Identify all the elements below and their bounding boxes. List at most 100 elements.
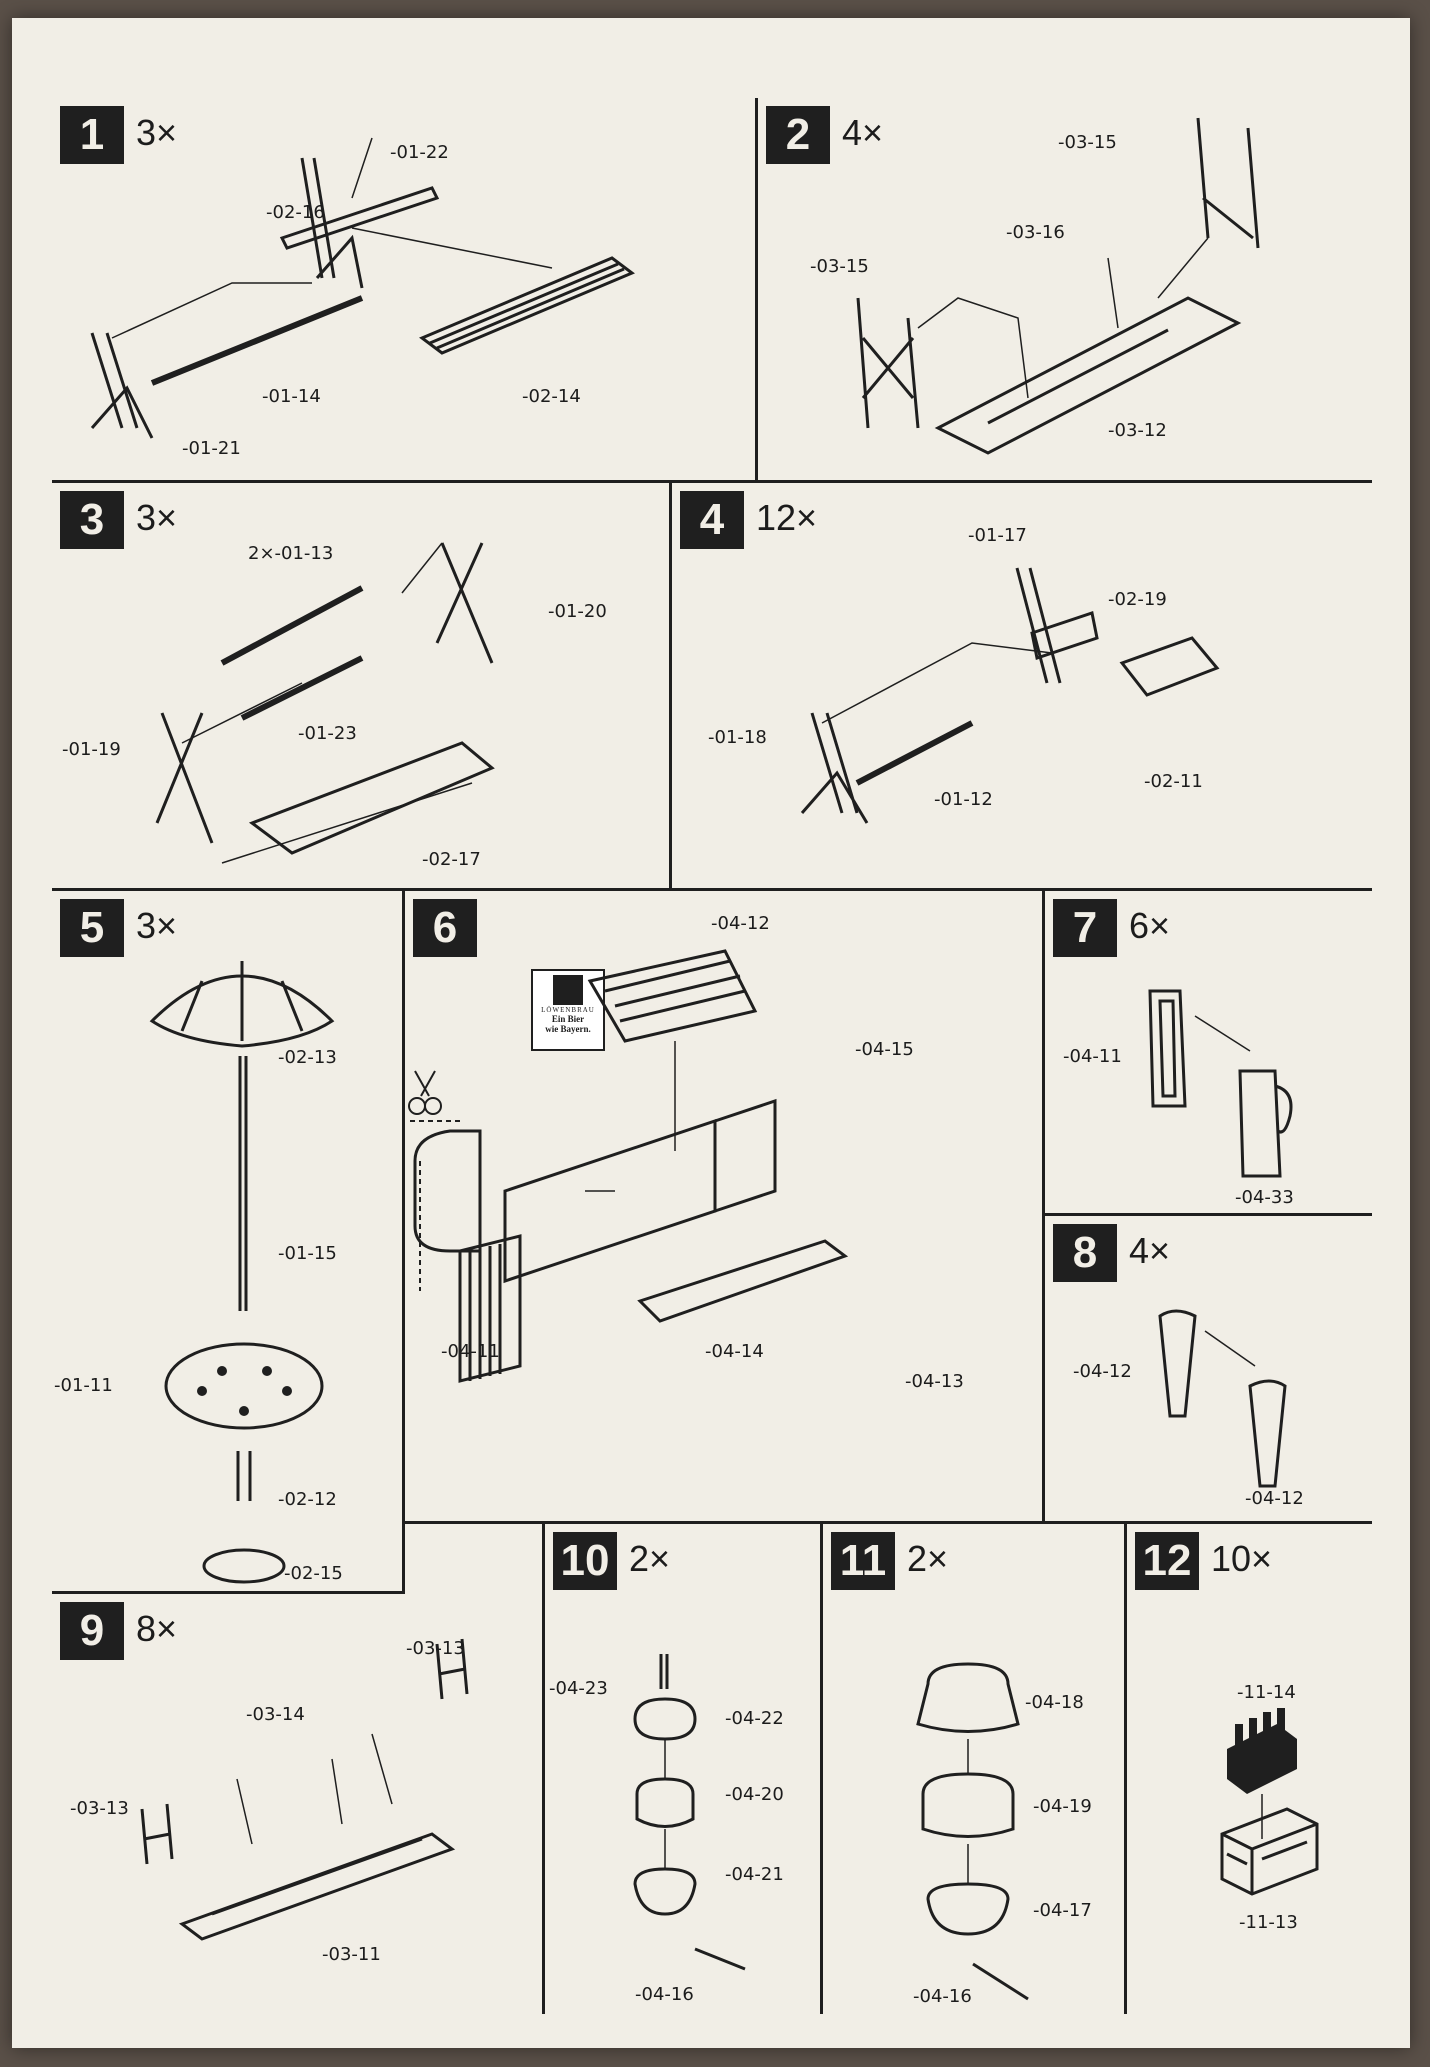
step-6-panel: 6 LÖWENBRAU Ein Bier wie Bayern.	[405, 891, 1040, 1519]
step-quantity: 12×	[756, 497, 818, 538]
part-label: -02-15	[284, 1563, 343, 1584]
part-label: -04-21	[725, 1864, 784, 1885]
step-quantity: 4×	[1129, 1230, 1171, 1271]
part-label: -02-19	[1108, 589, 1167, 610]
part-label: -04-18	[1025, 1692, 1084, 1713]
part-label: -04-13	[905, 1371, 964, 1392]
bottle-crate-drawing	[1220, 1708, 1319, 1896]
part-label: -04-16	[635, 1984, 694, 2005]
part-label: -04-12	[711, 913, 770, 934]
beer-stand-assembly-drawing	[408, 949, 849, 1383]
step-number: 12	[1135, 1532, 1199, 1590]
step-number: 11	[831, 1532, 895, 1590]
divider	[52, 888, 1372, 891]
lion-seal-icon	[553, 975, 583, 1005]
step-4-panel: 4 12× -01-17 -02-19 -01-18 -01-12 -02-11	[672, 483, 1370, 888]
step-quantity: 8×	[136, 1608, 178, 1649]
step-quantity: 6×	[1129, 905, 1171, 946]
part-label: -04-12	[1245, 1488, 1304, 1509]
step-number: 4	[680, 491, 744, 549]
step-5-panel: 5 3× -02-13 -01-15 -01-11 -02-12 -02-15	[52, 891, 400, 1589]
step-1-panel: 1 3× -01-22 -02-16 -01-14 -02-14 -01-21	[52, 98, 752, 478]
part-label: -01-23	[298, 723, 357, 744]
beer-glass-drawing	[1158, 1309, 1287, 1488]
step-number: 1	[60, 106, 124, 164]
part-label: -02-12	[278, 1489, 337, 1510]
step-number: 5	[60, 899, 124, 957]
part-label: -03-14	[246, 1704, 305, 1725]
divider	[405, 1521, 1372, 1524]
step-10-panel: 10 2× -04-23 -04-22 -04-20 -04-21 -04-16	[545, 1524, 818, 2014]
step-number: 9	[60, 1602, 124, 1660]
part-label: -04-20	[725, 1784, 784, 1805]
step-number: 2	[766, 106, 830, 164]
bench-frame-drawing	[140, 1638, 469, 1941]
logo-slogan: Ein Bier	[551, 1014, 585, 1024]
logo-brand: LÖWENBRAU	[541, 1006, 595, 1014]
part-label: -04-14	[705, 1341, 764, 1362]
fountain-assembly-drawing	[633, 1654, 746, 1971]
divider	[1042, 891, 1045, 1521]
step-7-panel: 7 6× -04-11 -04-33	[1045, 891, 1370, 1211]
step-9-panel: 9 8× -03-13 -03-14 -03-13 -03-11	[52, 1594, 540, 2024]
part-label: -04-33	[1235, 1187, 1294, 1208]
step-quantity: 3×	[136, 112, 178, 153]
part-label: -01-18	[708, 727, 767, 748]
lowenbrau-logo: LÖWENBRAU Ein Bier wie Bayern.	[531, 969, 605, 1051]
part-label: -03-15	[1058, 132, 1117, 153]
part-label: -03-13	[70, 1798, 129, 1819]
divider	[52, 480, 1372, 483]
step-quantity: 2×	[907, 1538, 949, 1579]
logo-slogan: wie Bayern.	[545, 1024, 591, 1034]
part-label: -04-16	[913, 1986, 972, 2007]
part-label: -03-15	[810, 256, 869, 277]
divider	[52, 1591, 405, 1594]
part-label: -04-11	[1063, 1046, 1122, 1067]
part-label: -02-16	[266, 202, 325, 223]
part-label: -01-20	[548, 601, 607, 622]
part-label: -04-11	[441, 1341, 500, 1362]
divider	[402, 891, 405, 1591]
step-quantity: 4×	[842, 112, 884, 153]
part-label: -01-12	[934, 789, 993, 810]
fountain-base-drawing	[916, 1662, 1029, 2001]
part-label: -04-23	[549, 1678, 608, 1699]
part-label: -04-19	[1033, 1796, 1092, 1817]
chair-assembly-drawing	[800, 567, 1220, 824]
step-number: 8	[1053, 1224, 1117, 1282]
part-label: -01-19	[62, 739, 121, 760]
part-label: -02-14	[522, 386, 581, 407]
step-quantity: 10×	[1211, 1538, 1273, 1579]
part-label: 2×-01-13	[248, 543, 334, 564]
part-label: -02-13	[278, 1047, 337, 1068]
step-quantity: 2×	[629, 1538, 671, 1579]
beer-mug-drawing	[1148, 989, 1293, 1178]
part-label: -03-11	[322, 1944, 381, 1965]
part-label: -03-16	[1006, 222, 1065, 243]
part-label: -11-14	[1237, 1682, 1296, 1703]
step-quantity: 3×	[136, 905, 178, 946]
divider	[820, 1524, 823, 2014]
part-label: -04-17	[1033, 1900, 1092, 1921]
step-3-panel: 3 3× 2×-01-13 -01-20 -01-19 -01-23 -02-1…	[52, 483, 667, 888]
step-2-panel: 2 4× -03-15 -03-16 -03-15 -03-12	[758, 98, 1370, 478]
divider	[542, 1524, 545, 2014]
step-quantity: 3×	[136, 497, 178, 538]
part-label: -04-22	[725, 1708, 784, 1729]
part-label: -01-22	[390, 142, 449, 163]
divider	[669, 483, 672, 891]
part-label: -01-11	[54, 1375, 113, 1396]
part-label: -04-15	[855, 1039, 914, 1060]
bench-assembly-drawing	[90, 137, 635, 439]
divider	[1124, 1524, 1127, 2014]
part-label: -04-12	[1073, 1361, 1132, 1382]
part-label: -02-11	[1144, 771, 1203, 792]
part-label: -01-21	[182, 438, 241, 459]
divider	[755, 98, 758, 483]
step-8-panel: 8 4× -04-12 -04-12	[1045, 1216, 1370, 1519]
part-label: -01-14	[262, 386, 321, 407]
part-label: -01-15	[278, 1243, 337, 1264]
table-assembly-drawing	[856, 117, 1260, 455]
instruction-sheet: 1 3× -01-22 -02-16 -01-14 -02-14 -01-21 …	[12, 18, 1410, 2048]
divider	[1042, 1213, 1372, 1216]
